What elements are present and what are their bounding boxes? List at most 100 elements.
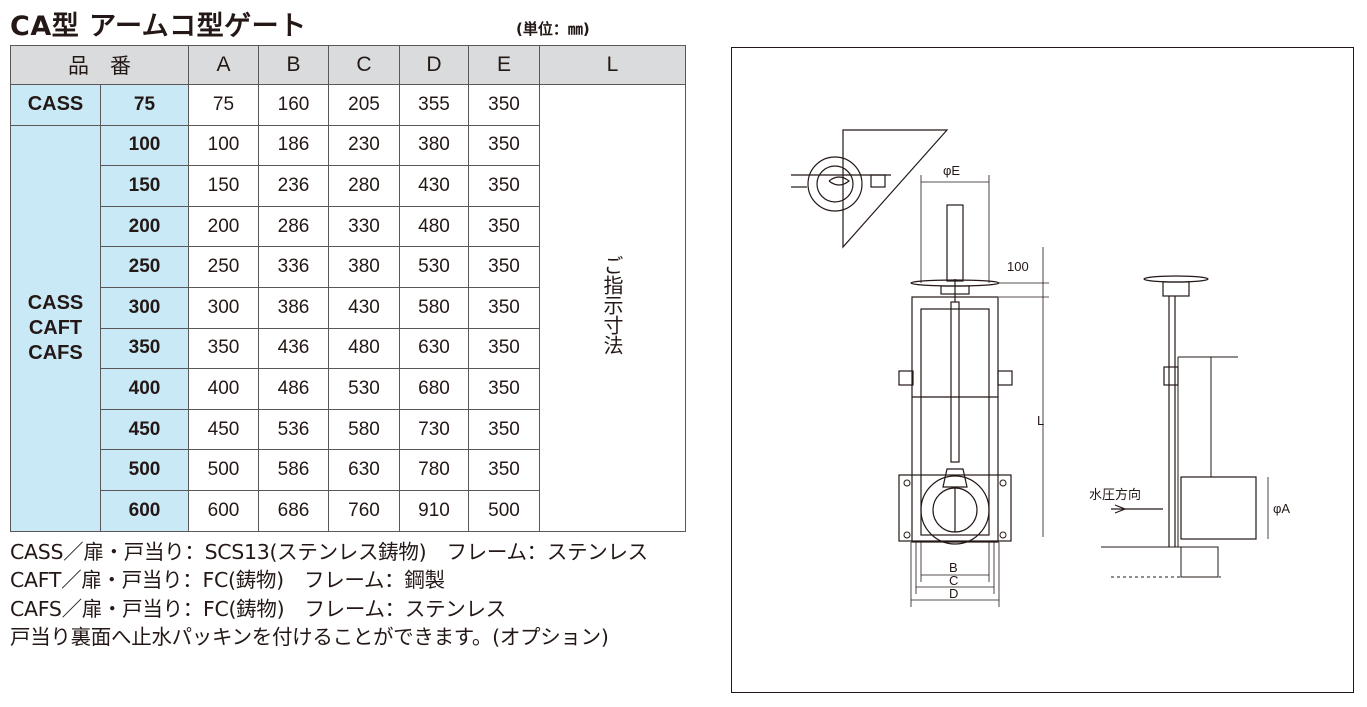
cell-b: 186 <box>258 124 329 167</box>
gate-technical-drawing: φE 100 L B C D 水圧方向 φA <box>791 129 1290 607</box>
cell-d: 580 <box>399 286 469 329</box>
size-cell: 500 <box>100 449 189 491</box>
size-cell: 75 <box>100 84 189 126</box>
page-title: CA型 アームコ型ゲート <box>10 11 307 42</box>
size-cell: 600 <box>100 489 189 532</box>
cell-c: 205 <box>328 84 400 126</box>
table-row: CASS CAFT CAFS 100 100 186 230 380 350 <box>10 124 686 532</box>
cell-a: 100 <box>188 124 259 167</box>
drawing-frame <box>731 47 1354 693</box>
cell-c: 530 <box>328 368 400 410</box>
cell-c: 380 <box>328 246 400 288</box>
cell-a: 400 <box>188 368 259 410</box>
label-b: B <box>949 560 958 575</box>
l-cell: ご指示寸法 <box>539 84 686 532</box>
note-line: CAFS／扉・戸当り：FC(鋳物) フレーム：ステンレス <box>10 596 506 621</box>
cell-b: 486 <box>258 368 329 410</box>
header-b: B <box>258 45 329 85</box>
cell-e: 350 <box>468 286 540 329</box>
table-row: 450 450 536 580 730 350 <box>11 408 686 451</box>
size-cell: 400 <box>100 368 189 410</box>
cell-a: 300 <box>188 286 259 329</box>
cell-d: 680 <box>399 368 469 410</box>
cell-b: 436 <box>258 327 329 370</box>
label-100: 100 <box>1007 259 1029 274</box>
cell-b: 286 <box>258 205 329 248</box>
table-row: 200 200 286 330 480 350 <box>11 205 686 248</box>
cell-e: 350 <box>468 124 540 167</box>
cell-b: 386 <box>258 286 329 329</box>
cell-a: 500 <box>188 449 259 491</box>
size-cell: 200 <box>100 205 189 248</box>
cell-e: 500 <box>468 489 540 532</box>
label-phi-a: φA <box>1273 501 1290 516</box>
cell-e: 350 <box>468 449 540 491</box>
series-cass: CASS <box>10 84 101 126</box>
size-cell: 250 <box>100 246 189 288</box>
cell-a: 75 <box>188 84 259 126</box>
cell-c: 430 <box>328 286 400 329</box>
handwheel-detail <box>791 129 949 249</box>
gate-side-view <box>1101 275 1269 578</box>
header-a: A <box>188 45 259 85</box>
series-line: CAFS <box>28 341 83 364</box>
cell-d: 530 <box>399 246 469 288</box>
series-line: CAFT <box>28 316 83 339</box>
cell-b: 586 <box>258 449 329 491</box>
label-water-pressure: 水圧方向 <box>1089 487 1141 502</box>
header-e: E <box>468 45 540 85</box>
cell-e: 350 <box>468 246 540 288</box>
cell-e: 350 <box>468 368 540 410</box>
cell-b: 536 <box>258 408 329 451</box>
cell-b: 160 <box>258 84 329 126</box>
table-row: 350 350 436 480 630 350 <box>11 327 686 370</box>
label-l: L <box>1037 413 1044 428</box>
table-row: 250 250 336 380 530 350 <box>11 246 686 288</box>
unit-label: (単位：㎜) <box>516 20 590 38</box>
label-phi-e: φE <box>943 163 960 178</box>
cell-c: 330 <box>328 205 400 248</box>
dimension-table: 品 番 A B C D E L CASS 75 75 160 205 355 3… <box>10 45 686 532</box>
header-c: C <box>328 45 400 85</box>
note-line: 戸当り裏面へ止水パッキンを付けることができます。(オプション) <box>10 624 609 649</box>
cell-c: 230 <box>328 124 400 167</box>
size-cell: 150 <box>100 165 189 207</box>
cell-b: 336 <box>258 246 329 288</box>
cell-e: 350 <box>468 84 540 126</box>
note-line: CASS／扉・戸当り：SCS13(ステンレス鋳物) フレーム：ステンレス <box>10 540 648 564</box>
table-row: 300 300 386 430 580 350 <box>11 286 686 329</box>
cell-d: 480 <box>399 205 469 248</box>
cell-a: 200 <box>188 205 259 248</box>
cell-a: 250 <box>188 246 259 288</box>
cell-e: 350 <box>468 408 540 451</box>
label-d: D <box>949 586 958 601</box>
cell-c: 480 <box>328 327 400 370</box>
table-row: CASS 75 75 160 205 355 350 ご指示寸法 <box>10 84 686 532</box>
material-notes: CASS／扉・戸当り：SCS13(ステンレス鋳物) フレーム：ステンレス CAF… <box>10 538 648 651</box>
series-line: CASS <box>27 291 84 314</box>
note-line: CAFT／扉・戸当り：FC(鋳物) フレーム：鋼製 <box>10 568 445 593</box>
label-c: C <box>949 573 958 588</box>
cell-c: 760 <box>328 489 400 532</box>
table-row: 400 400 486 530 680 350 <box>11 368 686 410</box>
size-cell: 100 <box>100 124 189 167</box>
series-cass-caft-cafs: CASS CAFT CAFS <box>10 124 101 532</box>
header-part-number: 品 番 <box>10 45 189 85</box>
cell-d: 355 <box>399 84 469 126</box>
cell-e: 350 <box>468 205 540 248</box>
cell-b: 236 <box>258 165 329 207</box>
cell-d: 910 <box>399 489 469 532</box>
cell-d: 780 <box>399 449 469 491</box>
cell-a: 600 <box>188 489 259 532</box>
table-row: 150 150 236 280 430 350 <box>11 165 686 207</box>
header-d: D <box>399 45 469 85</box>
size-cell: 300 <box>100 286 189 329</box>
gate-front-view <box>898 175 1049 607</box>
table-row: 500 500 586 630 780 350 <box>11 449 686 491</box>
cell-d: 630 <box>399 327 469 370</box>
size-cell: 450 <box>100 408 189 451</box>
cell-e: 350 <box>468 327 540 370</box>
cell-c: 280 <box>328 165 400 207</box>
cell-d: 430 <box>399 165 469 207</box>
cell-e: 350 <box>468 165 540 207</box>
